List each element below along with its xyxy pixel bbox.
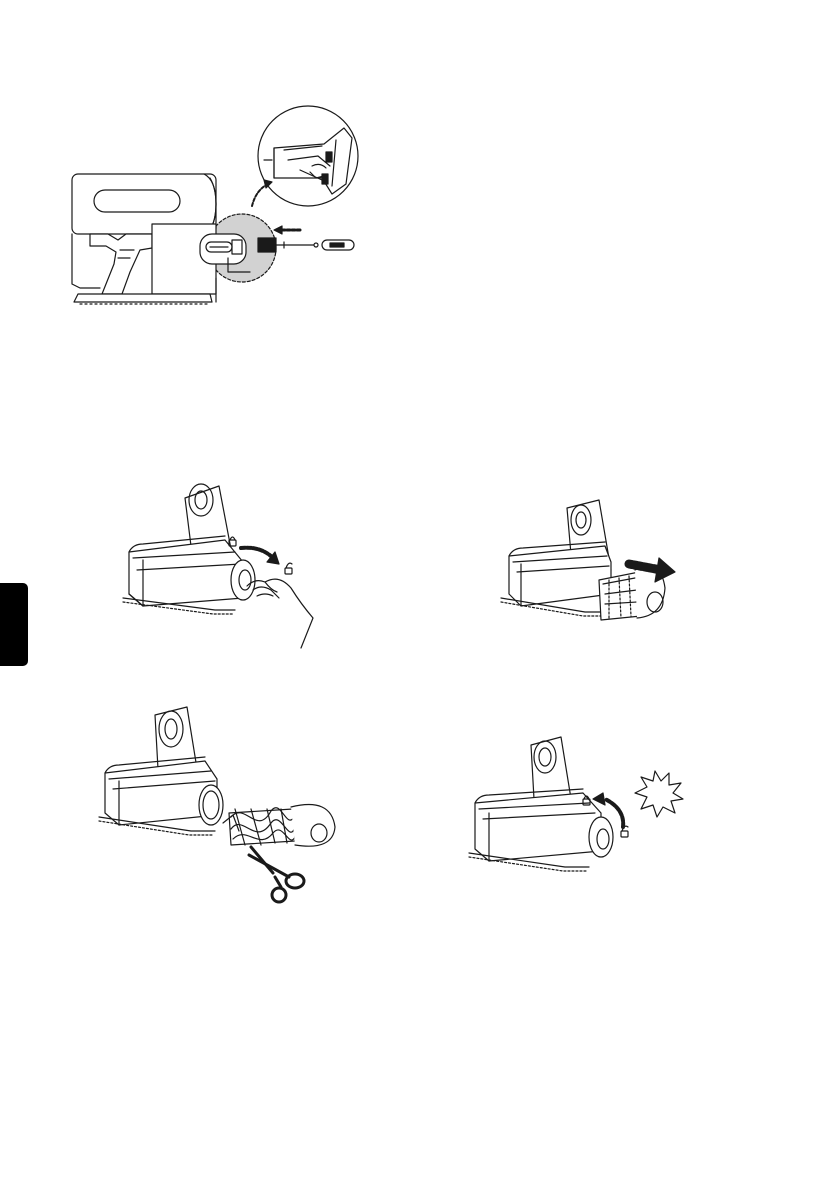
section-tab — [0, 583, 28, 666]
vacuum-charging-illustration — [60, 108, 380, 323]
hair-cut-scissors-illustration — [95, 705, 355, 905]
detail-magnifier — [258, 106, 358, 206]
brush-roll-reinsert-lock-illustration — [465, 735, 695, 885]
brush-roll-remove-illustration — [495, 498, 685, 633]
brush-cover-unlock-illustration — [115, 478, 315, 653]
